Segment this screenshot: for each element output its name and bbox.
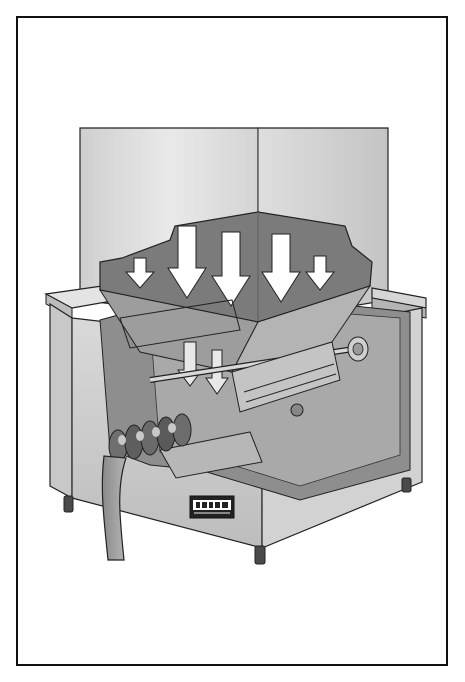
auger-assembly <box>119 299 369 479</box>
down-arrow-icon <box>304 255 336 291</box>
down-arrow-icon <box>124 257 156 289</box>
down-arrow-icon <box>261 233 301 303</box>
auger-screw-icon <box>108 413 192 463</box>
foot-front <box>254 545 266 565</box>
brand-logo-icon <box>189 495 235 519</box>
down-arrow-icon <box>167 225 207 299</box>
housing-feet <box>63 477 412 565</box>
foot-left <box>63 495 74 513</box>
output-stream <box>101 455 127 561</box>
foot-right <box>401 477 412 493</box>
down-arrow-icon <box>211 231 251 307</box>
